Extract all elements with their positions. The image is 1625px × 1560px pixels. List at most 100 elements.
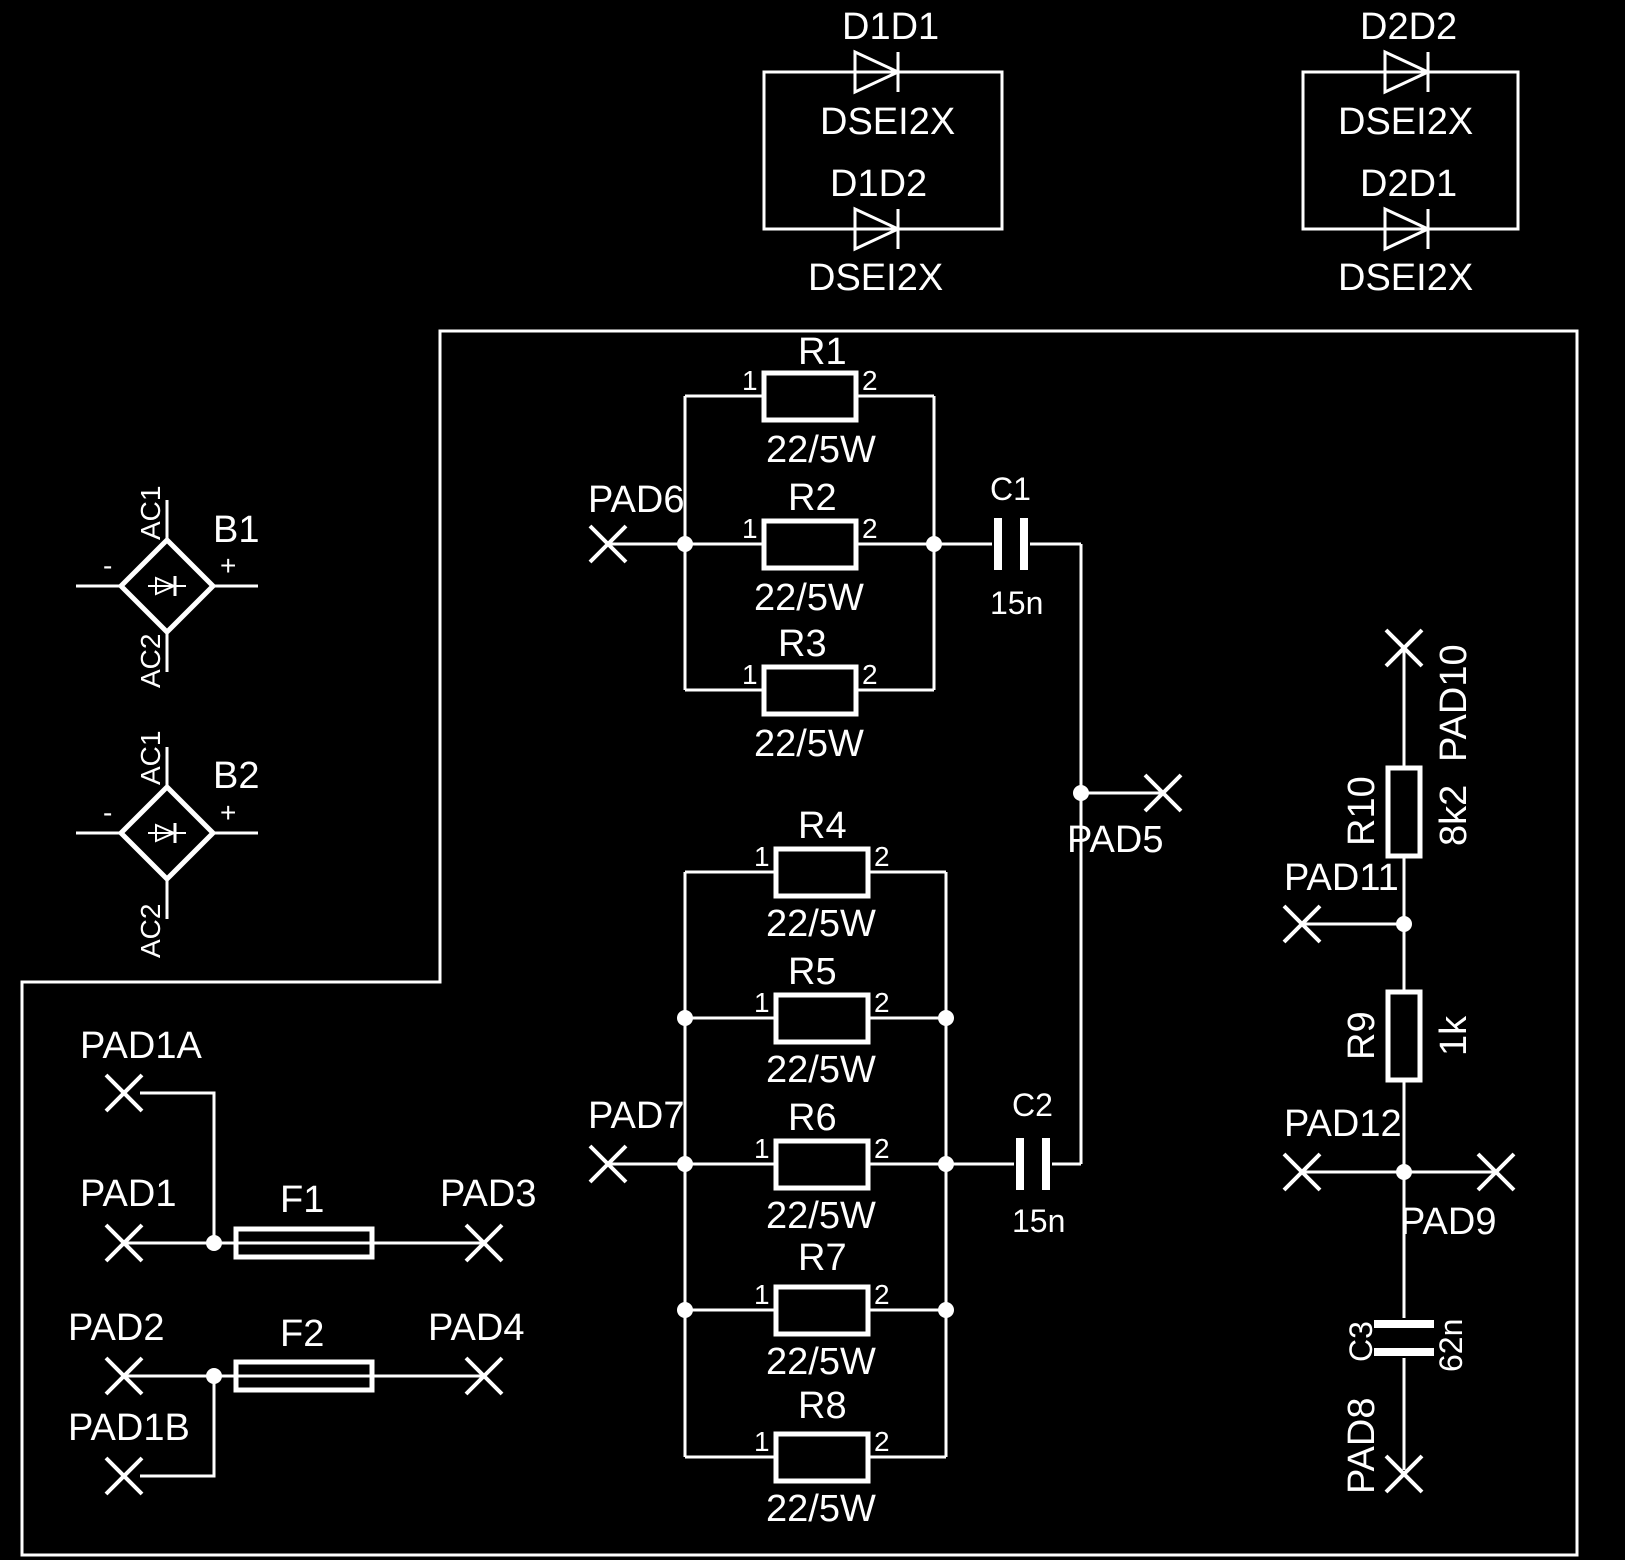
bridge-b2-ac2: AC2 — [135, 904, 166, 958]
pad7: PAD7 — [588, 1095, 685, 1184]
resistor-r8 — [773, 1431, 871, 1484]
junction-f1-left — [206, 1235, 222, 1251]
pad9-label: PAD9 — [1400, 1201, 1496, 1243]
bridge-b1-minus: - — [103, 550, 112, 581]
pad10-cross-icon — [1384, 628, 1424, 668]
divider-chain: PAD10 R10 8k2 PAD11 R9 1k PAD12 PAD9 C3 … — [1282, 628, 1516, 1494]
r1-value: 22/5W — [766, 429, 876, 471]
bridge-b2: B2 + - AC1 AC2 — [76, 731, 259, 958]
diode-d2d2-name: D2D2 — [1360, 6, 1457, 48]
r6-name: R6 — [788, 1097, 837, 1139]
junction-r7-left — [677, 1302, 693, 1318]
capacitor-c2: C2 15n — [946, 1087, 1081, 1239]
bridge-b1-name: B1 — [213, 509, 259, 551]
r4-value: 22/5W — [766, 903, 876, 945]
pad6-cross-icon — [588, 524, 628, 564]
pad8-cross-icon — [1384, 1454, 1424, 1494]
r1-name: R1 — [798, 331, 847, 373]
r8-name: R8 — [798, 1385, 847, 1427]
diode-group-d1: D1D1 DSEI2X D1D2 DSEI2X — [762, 6, 1004, 299]
capacitor-c1: C1 15n — [934, 471, 1081, 621]
junction-r5-right — [938, 1010, 954, 1026]
r5-name: R5 — [788, 951, 837, 993]
r4-name: R4 — [798, 805, 847, 847]
diode-d2d1: D2D1 DSEI2X — [1338, 163, 1473, 299]
r5-value: 22/5W — [766, 1049, 876, 1091]
resistor-r7 — [773, 1284, 871, 1337]
diode-d1d2-value: DSEI2X — [808, 257, 943, 299]
r7-pin2: 2 — [874, 1279, 890, 1310]
r9-name: R9 — [1341, 1011, 1383, 1060]
pad1b-cross-icon — [104, 1456, 144, 1496]
r8-pin1: 1 — [754, 1426, 770, 1457]
pad1b-label: PAD1B — [68, 1407, 190, 1449]
pad1a-wire — [140, 1091, 216, 1243]
r2-value: 22/5W — [754, 577, 864, 619]
c1-name: C1 — [990, 471, 1031, 507]
pad3-cross-icon — [464, 1223, 504, 1263]
pad1a-label: PAD1A — [80, 1025, 202, 1067]
pad4-cross-icon — [464, 1356, 504, 1396]
pad11-label: PAD11 — [1284, 857, 1399, 899]
r8-pin2: 2 — [874, 1426, 890, 1457]
junction-pad11 — [1396, 916, 1412, 932]
r1-pin1: 1 — [742, 365, 758, 396]
resistor-r1 — [761, 370, 859, 423]
pad5-label: PAD5 — [1067, 819, 1163, 861]
r10-value: 8k2 — [1433, 785, 1475, 846]
bridge-b2-plus: + — [220, 797, 236, 828]
board-outline — [20, 329, 1579, 1557]
diode-d1d1-symbol — [853, 49, 902, 95]
resistor-bank-lower: R4 1 2 22/5W R5 1 2 22/5W R6 1 2 22/5W R… — [677, 805, 954, 1530]
bridge-b1-ac1: AC1 — [135, 486, 166, 540]
diode-d2d2-value: DSEI2X — [1338, 101, 1473, 143]
pad7-cross-icon — [588, 1144, 628, 1184]
pad5-cross-icon — [1143, 773, 1183, 813]
pad2-cross-icon — [104, 1356, 144, 1396]
pad1a-cross-icon — [104, 1073, 144, 1113]
c2-name: C2 — [1012, 1087, 1053, 1123]
r6-value: 22/5W — [766, 1195, 876, 1237]
diode-d2d1-name: D2D1 — [1360, 163, 1457, 205]
r6-pin1: 1 — [754, 1133, 770, 1164]
junction-r7-right — [938, 1302, 954, 1318]
resistor-r2 — [761, 518, 859, 571]
resistor-r5 — [773, 992, 871, 1045]
pad1-cross-icon — [104, 1223, 144, 1263]
r3-pin1: 1 — [742, 659, 758, 690]
c1-value: 15n — [990, 585, 1043, 621]
bridge-b1: B1 + - AC1 AC2 — [76, 486, 259, 688]
r4-pin1: 1 — [754, 841, 770, 872]
c3-name: C3 — [1343, 1321, 1379, 1362]
junction-pad5 — [1073, 785, 1089, 801]
diode-d2d1-symbol — [1383, 206, 1432, 252]
r3-value: 22/5W — [754, 723, 864, 765]
r10-name: R10 — [1341, 776, 1383, 846]
pad3-label: PAD3 — [440, 1173, 536, 1215]
resistor-r10 — [1385, 765, 1423, 859]
diode-d1d2-symbol — [853, 206, 902, 252]
bridge-b2-ac1: AC1 — [135, 731, 166, 785]
f2-name: F2 — [280, 1313, 324, 1355]
pad6-label: PAD6 — [588, 479, 684, 521]
diode-d2d2-symbol — [1383, 49, 1432, 95]
fuse-section: PAD1A PAD1 F1 PAD3 PAD2 F2 PAD4 PAD1B — [68, 1025, 536, 1496]
pad1b-wire — [140, 1376, 216, 1478]
r7-name: R7 — [798, 1237, 847, 1279]
r2-pin2: 2 — [862, 513, 878, 544]
bridge-b2-minus: - — [103, 797, 112, 828]
pad11-cross-icon — [1282, 904, 1322, 944]
diode-group-d1-frame — [762, 70, 1004, 231]
pad2-label: PAD2 — [68, 1307, 164, 1349]
pad4-label: PAD4 — [428, 1307, 524, 1349]
resistor-r3 — [761, 664, 859, 717]
c2-value: 15n — [1012, 1203, 1065, 1239]
pad6: PAD6 — [588, 479, 685, 564]
r7-pin1: 1 — [754, 1279, 770, 1310]
resistor-bank-upper: R1 1 2 22/5W R2 1 2 22/5W R3 1 2 22/5W — [677, 331, 942, 765]
r3-name: R3 — [778, 623, 827, 665]
diode-group-d2: D2D2 DSEI2X D2D1 DSEI2X — [1301, 6, 1520, 299]
f1-name: F1 — [280, 1179, 324, 1221]
pad8-label: PAD8 — [1341, 1398, 1383, 1494]
diode-d1d2-name: D1D2 — [830, 163, 927, 205]
